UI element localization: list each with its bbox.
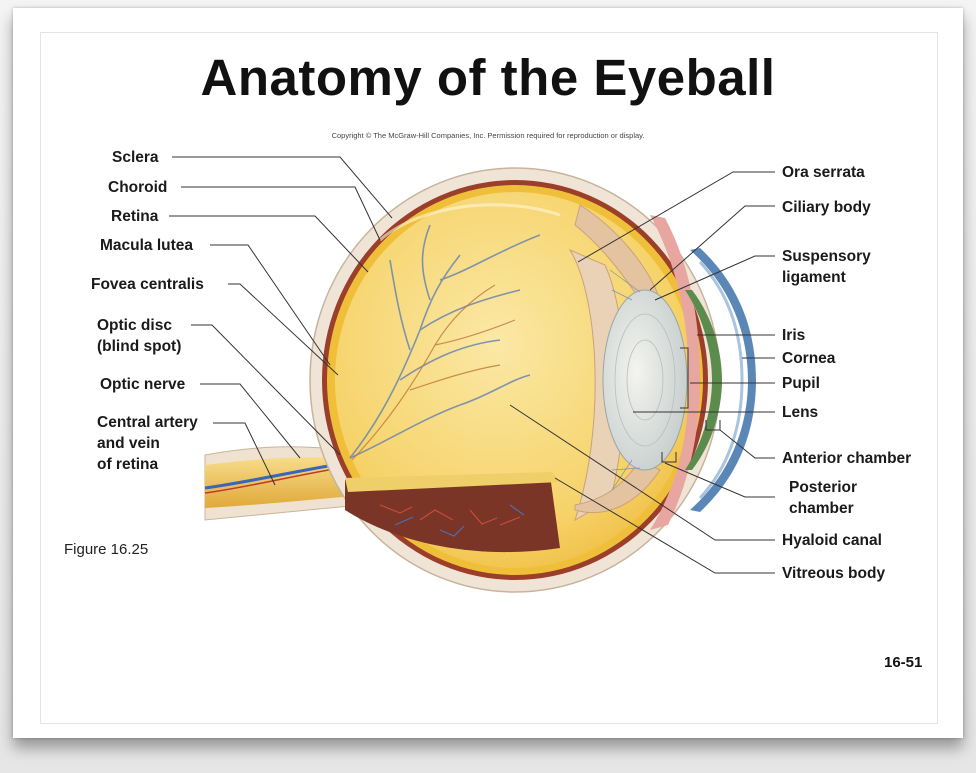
label-lens: Lens: [782, 402, 818, 423]
copyright-notice: Copyright © The McGraw-Hill Companies, I…: [0, 131, 976, 140]
lens-shape: [603, 290, 687, 470]
label-pupil: Pupil: [782, 373, 820, 394]
label-iris: Iris: [782, 325, 805, 346]
label-suspensory-ligament: Suspensory ligament: [782, 246, 871, 288]
label-retina: Retina: [111, 206, 158, 227]
label-fovea-centralis: Fovea centralis: [91, 274, 204, 295]
label-sclera: Sclera: [112, 147, 159, 168]
page-title: Anatomy of the Eyeball: [0, 48, 976, 107]
label-hyaloid-canal: Hyaloid canal: [782, 530, 882, 551]
label-choroid: Choroid: [108, 177, 167, 198]
label-ciliary-body: Ciliary body: [782, 197, 871, 218]
page-number: 16-51: [884, 654, 922, 671]
label-cornea: Cornea: [782, 348, 835, 369]
label-macula-lutea: Macula lutea: [100, 235, 193, 256]
label-central-artery: Central artery and vein of retina: [97, 412, 198, 475]
label-optic-disc: Optic disc (blind spot): [97, 315, 181, 357]
label-optic-nerve: Optic nerve: [100, 374, 185, 395]
label-posterior-chamber: Posterior chamber: [789, 477, 857, 519]
label-ora-serrata: Ora serrata: [782, 162, 865, 183]
label-vitreous-body: Vitreous body: [782, 563, 885, 584]
label-anterior-chamber: Anterior chamber: [782, 448, 911, 469]
figure-caption: Figure 16.25: [64, 541, 148, 558]
